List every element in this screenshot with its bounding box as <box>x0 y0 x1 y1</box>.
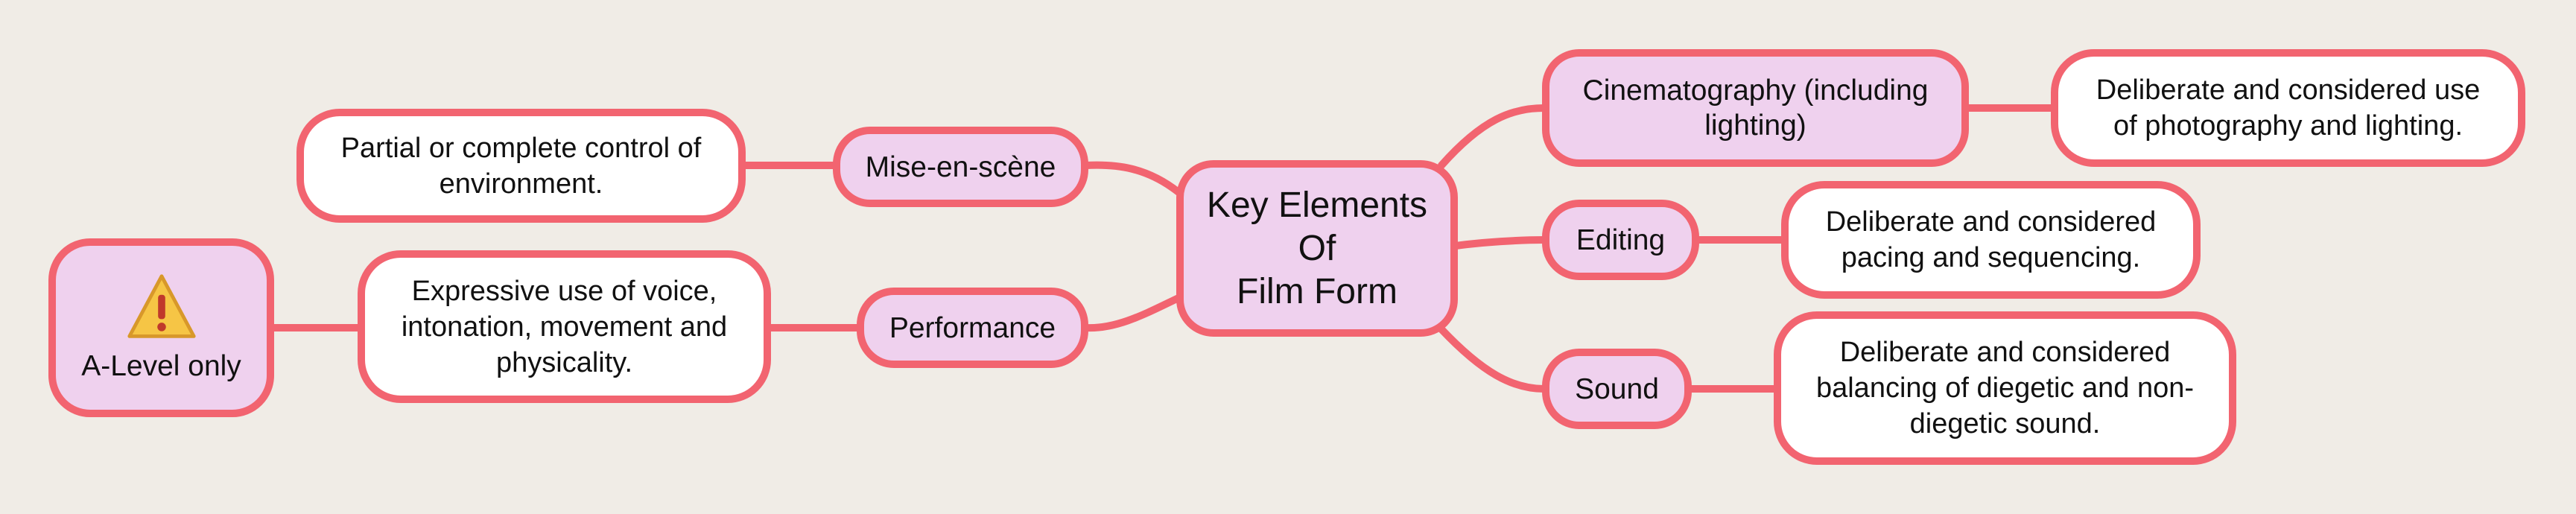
a-level-only-note[interactable]: A-Level only <box>48 238 274 417</box>
link-central-performance <box>1082 294 1182 332</box>
topic-label: Sound <box>1575 372 1659 405</box>
warning-icon <box>127 274 196 338</box>
topic-label: Editing <box>1576 223 1666 256</box>
topic-label: Cinematography (including lighting) <box>1582 74 1929 142</box>
central-topic[interactable]: Key Elements Of Film Form <box>1176 160 1458 337</box>
detail-cinematography[interactable]: Deliberate and considered use of photogr… <box>2051 49 2525 167</box>
link-central-mise <box>1082 161 1182 196</box>
topic-label: Mise-en-scène <box>865 150 1056 183</box>
central-line-2: Of <box>1298 228 1336 268</box>
topic-label: Performance <box>889 311 1056 344</box>
link-central-sound <box>1438 326 1548 393</box>
detail-text: Expressive use of voice, intonation, mov… <box>401 275 728 378</box>
detail-performance[interactable]: Expressive use of voice, intonation, mov… <box>358 250 771 403</box>
detail-text: Deliberate and considered pacing and seq… <box>1825 206 2157 273</box>
topic-sound[interactable]: Sound <box>1542 349 1692 429</box>
topic-cinematography[interactable]: Cinematography (including lighting) <box>1542 49 1969 167</box>
link-central-editing <box>1452 236 1548 250</box>
detail-sound[interactable]: Deliberate and considered balancing of d… <box>1774 311 2236 465</box>
detail-editing[interactable]: Deliberate and considered pacing and seq… <box>1781 181 2201 299</box>
detail-mise-en-scene[interactable]: Partial or complete control of environme… <box>296 109 746 223</box>
central-line-3: Film Form <box>1237 271 1398 311</box>
topic-performance[interactable]: Performance <box>857 288 1088 368</box>
detail-text: Partial or complete control of environme… <box>340 132 702 200</box>
link-central-cinematography <box>1438 104 1548 169</box>
topic-mise-en-scene[interactable]: Mise-en-scène <box>833 127 1088 207</box>
a-level-label: A-Level only <box>81 350 241 382</box>
detail-text: Deliberate and considered use of photogr… <box>2096 74 2481 142</box>
detail-text: Deliberate and considered balancing of d… <box>1815 337 2195 440</box>
topic-editing[interactable]: Editing <box>1542 200 1699 280</box>
central-line-1: Key Elements <box>1206 185 1428 225</box>
